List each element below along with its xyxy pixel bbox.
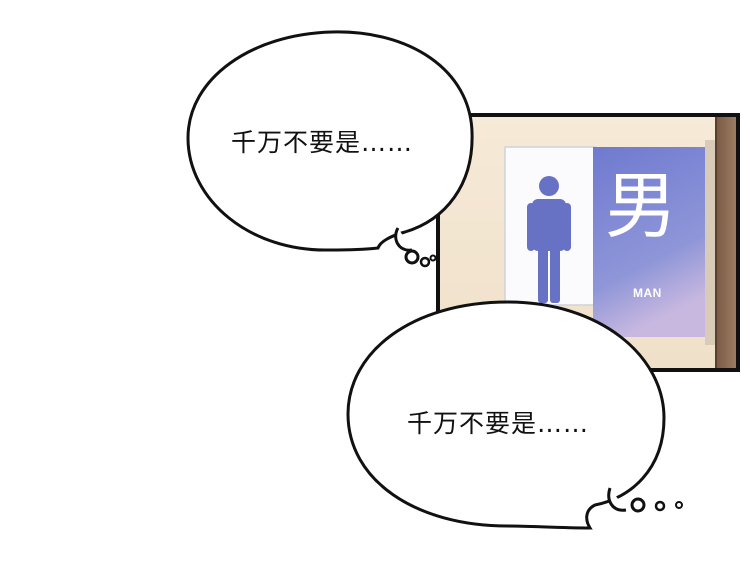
bubble-text-top: 千万不要是…… [231,128,414,157]
thought-bubble-top [186,30,474,268]
sign-subtitle: MAN [633,286,662,300]
bubble-text-bottom: 千万不要是…… [407,409,590,438]
male-person-icon [527,176,571,303]
restroom-sign-panel [436,113,740,372]
sign-character: 男 [605,164,678,248]
thought-bubble-bottom [346,300,683,530]
